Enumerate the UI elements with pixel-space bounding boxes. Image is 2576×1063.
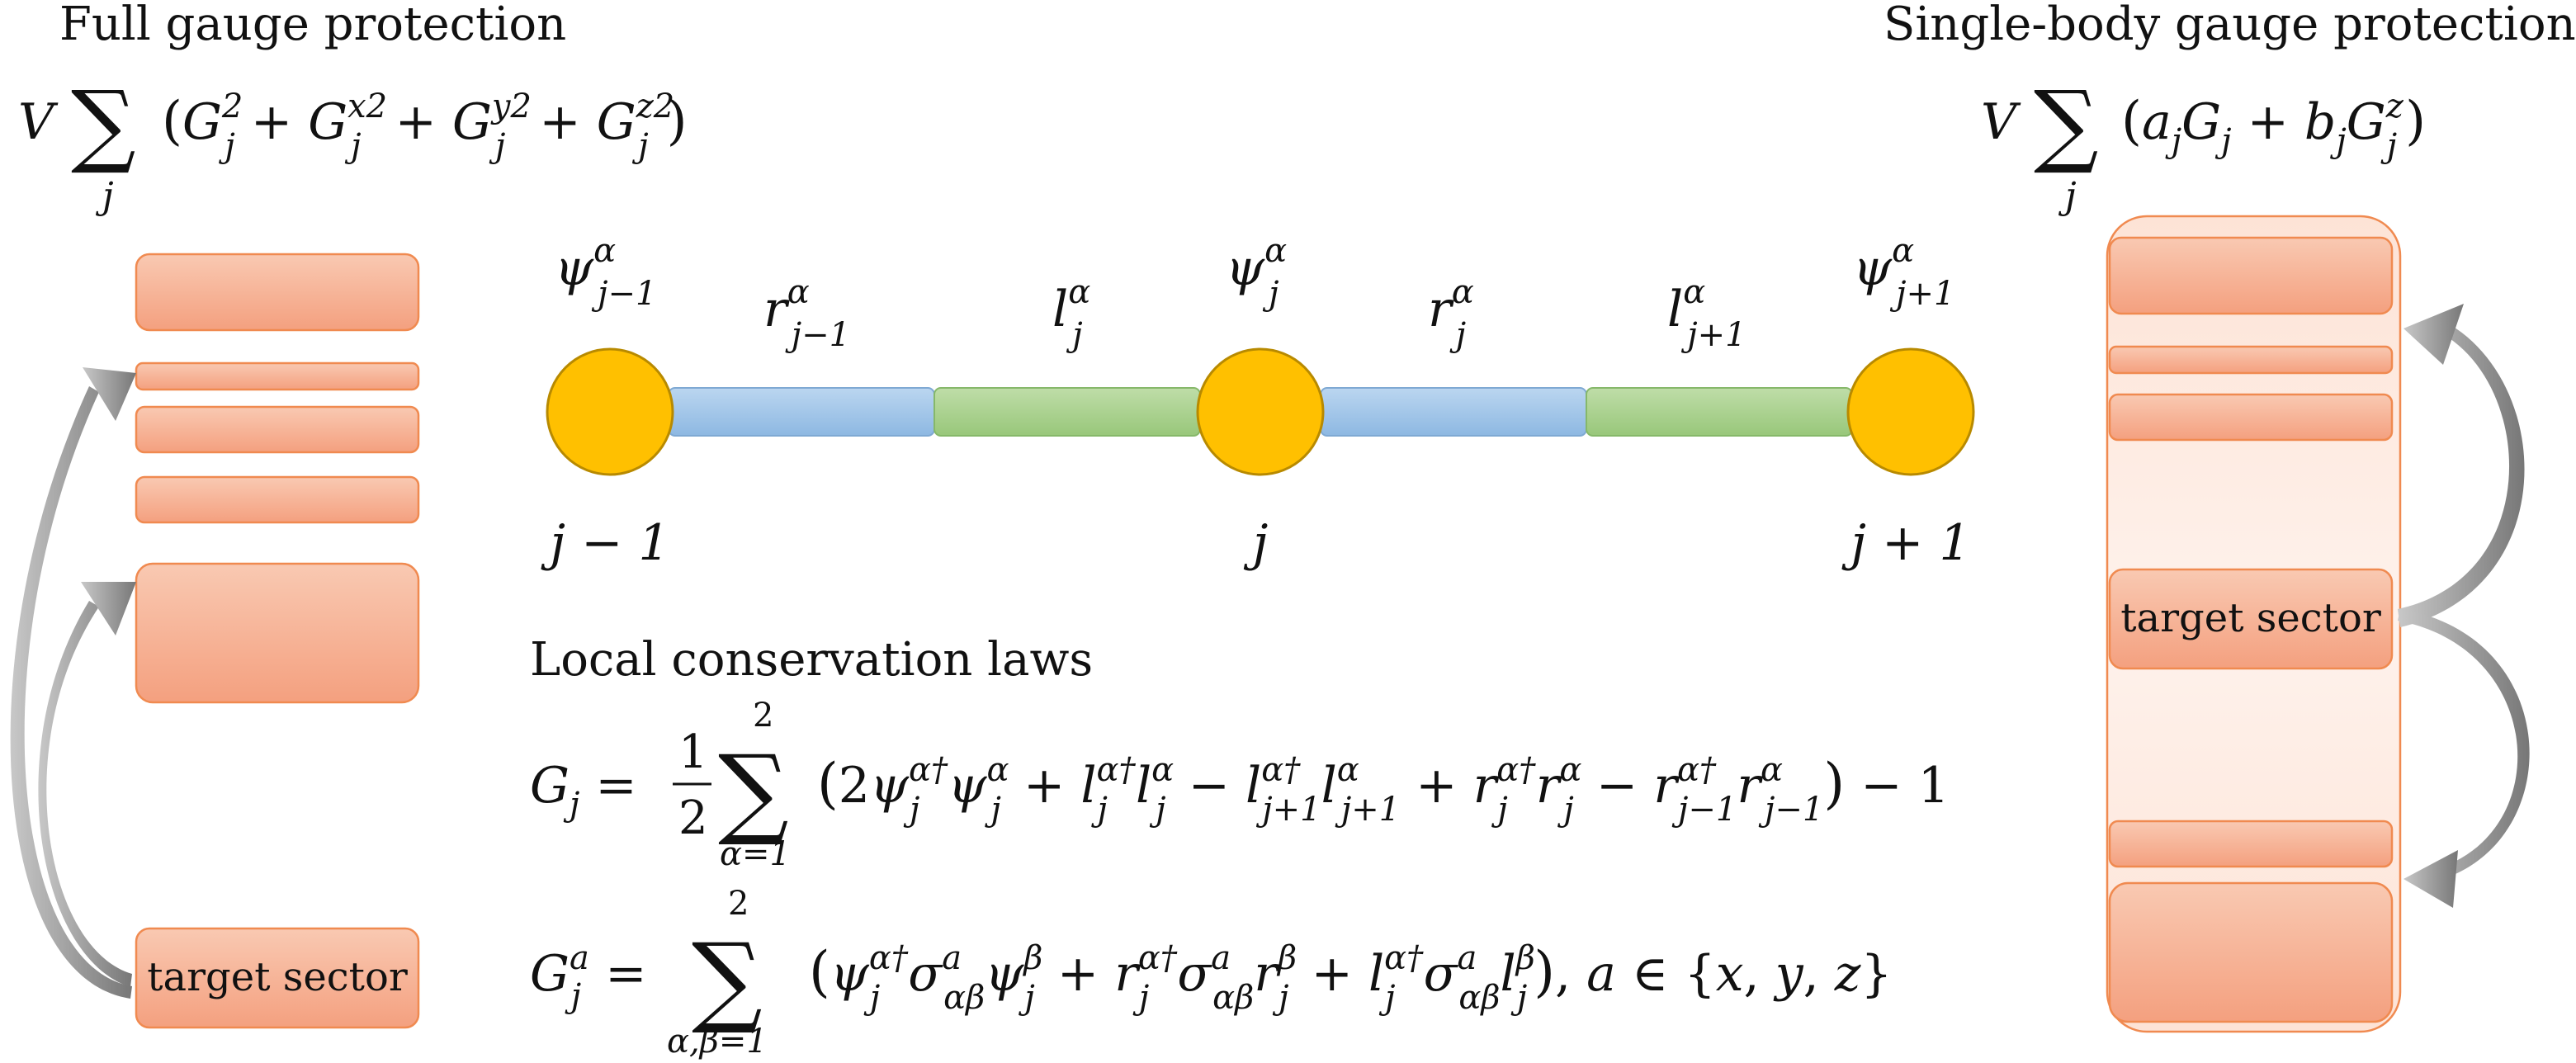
left-level-1	[135, 253, 420, 332]
right-arrows	[2398, 304, 2530, 908]
eq2-sum-upper: 2	[728, 885, 749, 923]
link-l-j-plus-1	[1586, 387, 1853, 437]
eq1-frac-den: 2	[678, 791, 708, 845]
site-index-labels: j − 1 j j + 1	[541, 514, 1970, 572]
right-arrowhead-down	[2403, 850, 2458, 908]
right-arrow-up	[2398, 324, 2525, 627]
left-levels	[135, 253, 420, 1029]
right-formula-prefix: V	[1981, 93, 2021, 151]
eq1-sum-lower: α=1	[720, 835, 791, 873]
conservation-heading: Local conservation laws	[530, 633, 1093, 687]
left-arrow-long	[10, 386, 132, 999]
right-arrow-down	[2398, 609, 2530, 876]
site-j-plus-1	[1846, 347, 1975, 476]
left-sum-index: j	[95, 175, 114, 217]
site-label-j-minus-1: j − 1	[541, 514, 669, 572]
right-level-3	[2108, 393, 2394, 442]
left-panel-title: Full gauge protection	[59, 0, 566, 51]
link-r-j-minus-1	[668, 387, 935, 437]
eq1-sum-sign: ∑	[718, 735, 789, 849]
right-sum-index: j	[2058, 175, 2077, 217]
eq2-sum-lower: α,β=1	[667, 1023, 768, 1061]
left-target-sector	[135, 927, 420, 1029]
right-target-sector	[2108, 568, 2394, 670]
right-arrowhead-up	[2403, 304, 2464, 365]
eq1-frac-num: 1	[678, 725, 708, 779]
right-levels	[2108, 236, 2394, 1023]
left-level-3	[135, 405, 420, 454]
right-level-1	[2108, 236, 2394, 315]
right-level-5	[2108, 881, 2394, 1023]
right-panel-title: Single-body gauge protection	[1884, 0, 2576, 51]
lattice-chain	[546, 347, 1975, 476]
left-target-label: target sector	[147, 954, 408, 1000]
right-target-label: target sector	[2120, 595, 2381, 641]
link-r-j	[1320, 387, 1587, 437]
left-level-2	[135, 361, 420, 391]
site-label-j: j	[1244, 514, 1269, 572]
link-l-j	[934, 387, 1201, 437]
site-j	[1196, 347, 1325, 476]
left-arrow-short	[38, 601, 132, 987]
right-level-4	[2108, 820, 2394, 868]
eq2-sum-sign: ∑	[692, 923, 763, 1037]
eq1-lhs: Gj =	[530, 757, 637, 824]
site-label-j-plus-1: j + 1	[1841, 514, 1970, 572]
left-level-4	[135, 475, 420, 524]
right-sum-sign: ∑	[2034, 71, 2099, 177]
left-level-5	[135, 562, 420, 704]
eq1-sum-upper: 2	[753, 697, 773, 735]
left-sum-sign: ∑	[71, 71, 136, 177]
left-formula-prefix: V	[18, 93, 59, 151]
left-arrowhead-short	[81, 582, 136, 635]
left-arrowhead-long	[83, 367, 136, 421]
site-j-minus-1	[546, 347, 674, 476]
right-level-2	[2108, 345, 2394, 375]
left-arrows	[10, 367, 136, 999]
